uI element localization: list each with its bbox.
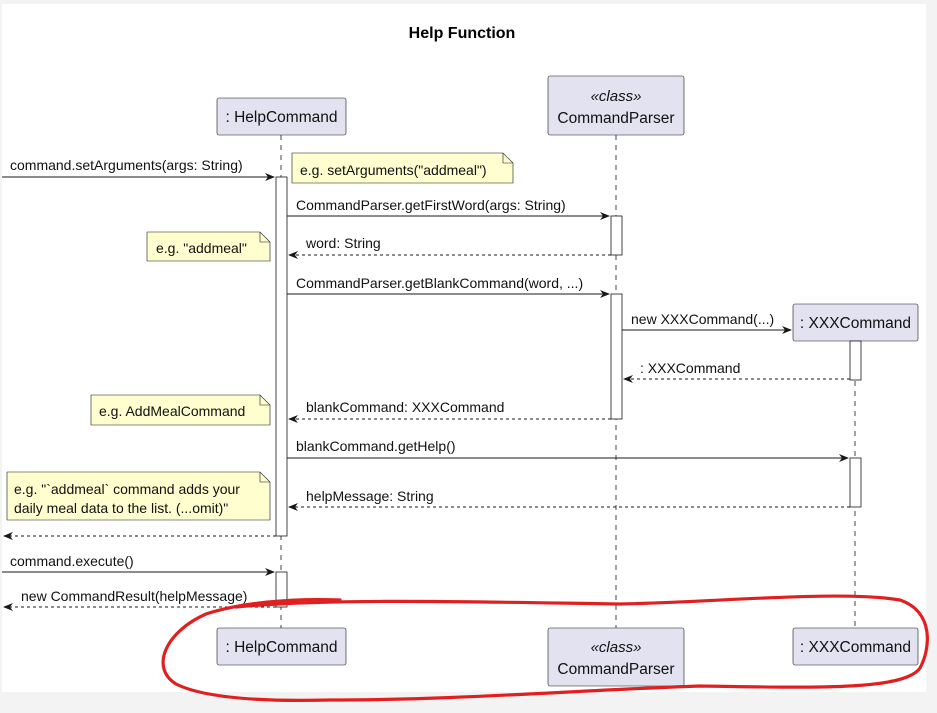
message-new-xxxcommand: new XXXCommand(...) xyxy=(622,311,792,334)
message-get-help: blankCommand.getHelp() xyxy=(287,438,849,462)
message-set-arguments: command.setArguments(args: String) xyxy=(2,157,275,181)
message-label: word: String xyxy=(305,235,381,251)
note-text: e.g. "addmeal" xyxy=(156,240,247,256)
participant-label: CommandParser xyxy=(557,661,674,678)
participant-stereotype: «class» xyxy=(591,88,642,105)
message-label: command.setArguments(args: String) xyxy=(10,157,243,173)
message-label: blankCommand: XXXCommand xyxy=(306,399,504,415)
participant-commandparser-top: «class» CommandParser xyxy=(547,75,685,136)
red-annotation-circle xyxy=(161,594,929,702)
message-label: blankCommand.getHelp() xyxy=(296,438,456,454)
activation-xxxcommand-2 xyxy=(849,457,862,508)
message-word-return: word: String xyxy=(288,235,611,259)
message-help-message-return: helpMessage: String xyxy=(288,488,850,511)
note-text: e.g. AddMealCommand xyxy=(99,403,245,419)
activation-xxxcommand-1 xyxy=(849,340,862,381)
message-label: new CommandResult(helpMessage) xyxy=(21,588,247,604)
participant-xxxcommand-bottom: : XXXCommand xyxy=(792,627,919,666)
note-text: e.g. "`addmeal` command adds your xyxy=(14,481,240,497)
note-help-message-example: e.g. "`addmeal` command adds your daily … xyxy=(6,471,271,521)
participant-label: CommandParser xyxy=(557,110,674,127)
message-blank-command-return: blankCommand: XXXCommand xyxy=(288,399,611,423)
message-label: : XXXCommand xyxy=(640,360,740,376)
message-execute: command.execute() xyxy=(2,553,275,576)
activation-helpcommand-2 xyxy=(275,571,288,608)
activation-helpcommand-1 xyxy=(275,176,288,537)
message-get-first-word: CommandParser.getFirstWord(args: String) xyxy=(287,197,610,220)
activation-commandparser-1 xyxy=(610,215,623,256)
note-set-arguments-example: e.g. setArguments("addmeal") xyxy=(291,152,514,184)
note-text: daily meal data to the list. (...omit)" xyxy=(14,500,228,516)
activation-commandparser-2 xyxy=(610,293,623,420)
message-label: CommandParser.getBlankCommand(word, ...) xyxy=(296,275,583,291)
participant-stereotype: «class» xyxy=(591,639,642,656)
diagram-title: Help Function xyxy=(409,25,516,42)
participant-helpcommand-bottom: : HelpCommand xyxy=(216,627,347,666)
message-command-result-return: new CommandResult(helpMessage) xyxy=(3,588,276,611)
participant-label: : HelpCommand xyxy=(226,639,338,656)
diagram-canvas xyxy=(2,4,926,692)
message-label: CommandParser.getFirstWord(args: String) xyxy=(296,197,566,213)
message-label: new XXXCommand(...) xyxy=(631,311,774,327)
note-text: e.g. setArguments("addmeal") xyxy=(300,162,487,178)
participant-label: : XXXCommand xyxy=(800,639,911,656)
participant-xxxcommand-created: : XXXCommand xyxy=(792,303,919,342)
note-word-example: e.g. "addmeal" xyxy=(146,231,271,262)
participant-label: : HelpCommand xyxy=(226,109,338,126)
message-get-blank-command: CommandParser.getBlankCommand(word, ...) xyxy=(287,275,610,298)
participant-helpcommand-top: : HelpCommand xyxy=(216,97,347,136)
message-label: command.execute() xyxy=(10,553,134,569)
message-label: helpMessage: String xyxy=(306,488,434,504)
participant-label: : XXXCommand xyxy=(800,315,911,332)
note-blank-command-example: e.g. AddMealCommand xyxy=(90,394,271,426)
message-xxxcommand-return: : XXXCommand xyxy=(623,360,850,383)
participant-commandparser-bottom: «class» CommandParser xyxy=(547,627,685,687)
